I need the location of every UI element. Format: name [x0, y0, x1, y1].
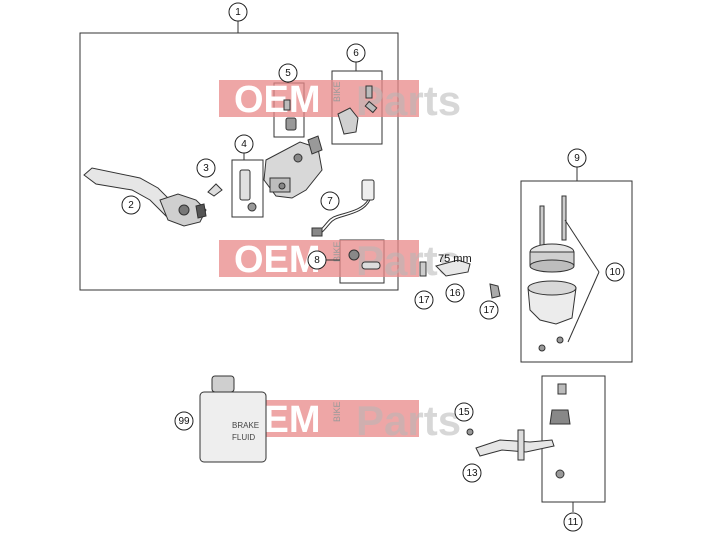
- watermark-bike-text: BIKE: [332, 81, 342, 102]
- bottle-label-line2: FLUID: [232, 433, 255, 442]
- watermark-parts-text: Parts: [356, 237, 461, 284]
- callout-label: 8: [314, 255, 320, 266]
- callout-circle: [454, 402, 474, 422]
- callout-circle: [414, 290, 434, 310]
- brake-light-switch-part: [311, 179, 375, 237]
- screw-kit-part: [283, 99, 297, 131]
- callout-99: 99: [174, 411, 194, 431]
- callout-2: 2: [121, 195, 141, 215]
- callout-circle: [320, 191, 340, 211]
- brake-fluid-bottle-part: BRAKE FLUID: [199, 375, 267, 463]
- callout-circle: [346, 43, 366, 63]
- callout-13: 13: [462, 463, 482, 483]
- callout-label: 17: [483, 305, 495, 316]
- watermark-parts-text: Parts: [356, 397, 461, 444]
- callout-circle: [174, 411, 194, 431]
- callout-11: 11: [563, 512, 583, 532]
- group-box-4: [231, 159, 264, 218]
- group-box-11: [541, 375, 606, 503]
- piston-kit-part: [239, 169, 257, 212]
- bushing-part: [207, 183, 223, 197]
- callout-circle: [563, 512, 583, 532]
- hose-part: [419, 259, 501, 299]
- group-box-1: [79, 32, 399, 291]
- callout-label: 10: [609, 267, 621, 278]
- callout-circle: [278, 63, 298, 83]
- callout-3: 3: [196, 158, 216, 178]
- watermark-parts-text: Parts: [356, 77, 461, 124]
- callout-label: 3: [203, 163, 209, 174]
- callout-circle: [234, 134, 254, 154]
- callout-circle: [567, 148, 587, 168]
- callout-7: 7: [320, 191, 340, 211]
- bracket-part: [466, 383, 571, 479]
- callout-label: 99: [178, 416, 190, 427]
- callout-9: 9: [567, 148, 587, 168]
- dimension-75mm: 75 mm: [438, 253, 472, 265]
- callout-label: 7: [327, 196, 333, 207]
- reservoir-part: [527, 195, 577, 352]
- bottle-label-line1: BRAKE: [232, 421, 259, 430]
- callout-label: 15: [458, 407, 470, 418]
- callout-circle: [462, 463, 482, 483]
- master-cylinder-part: [263, 135, 323, 199]
- watermark-oem-text: OEM: [234, 239, 321, 281]
- callout-circle: [196, 158, 216, 178]
- callout-label: 2: [128, 200, 134, 211]
- watermark-bike-text: BIKE: [332, 241, 342, 262]
- callout-label: 6: [353, 48, 359, 59]
- callout-label: 1: [235, 7, 241, 18]
- watermark-oem-text: OEM: [234, 79, 321, 121]
- clamp-kit-part: [337, 85, 378, 135]
- watermark-middle: OEM BIKE Parts: [219, 237, 461, 284]
- callout-circle: [445, 283, 465, 303]
- callout-label: 4: [241, 139, 247, 150]
- callout-label: 9: [574, 153, 580, 164]
- callout-6: 6: [346, 43, 366, 63]
- callout-circle: [307, 250, 327, 270]
- callouts: 1 2 3 4 5 6 7 8 9 10 11 13 15 16 17 17 99: [121, 2, 625, 532]
- dimension-label: 75 mm: [438, 253, 472, 265]
- callout-label: 13: [466, 468, 478, 479]
- callout-label: 5: [285, 68, 291, 79]
- callout-circle: [228, 2, 248, 22]
- callout-4: 4: [234, 134, 254, 154]
- callout-label: 11: [568, 517, 579, 528]
- leader-lines: [237, 21, 600, 512]
- switch-kit-part: [348, 249, 381, 270]
- watermark-top: OEM BIKE Parts: [219, 77, 461, 124]
- callout-5: 5: [278, 63, 298, 83]
- callout-label: 17: [418, 295, 430, 306]
- brake-lever-part: [83, 167, 207, 227]
- callout-label: 16: [449, 288, 461, 299]
- callout-circle: [605, 262, 625, 282]
- callout-1: 1: [228, 2, 248, 22]
- callout-15: 15: [454, 402, 474, 422]
- callout-circle: [121, 195, 141, 215]
- callout-10: 10: [605, 262, 625, 282]
- watermark-bike-text: BIKE: [332, 401, 342, 422]
- callout-16: 16: [445, 283, 465, 303]
- callout-circle: [479, 300, 499, 320]
- callout-8: 8: [307, 250, 327, 270]
- callout-17: 17: [479, 300, 499, 320]
- callout-17: 17: [414, 290, 434, 310]
